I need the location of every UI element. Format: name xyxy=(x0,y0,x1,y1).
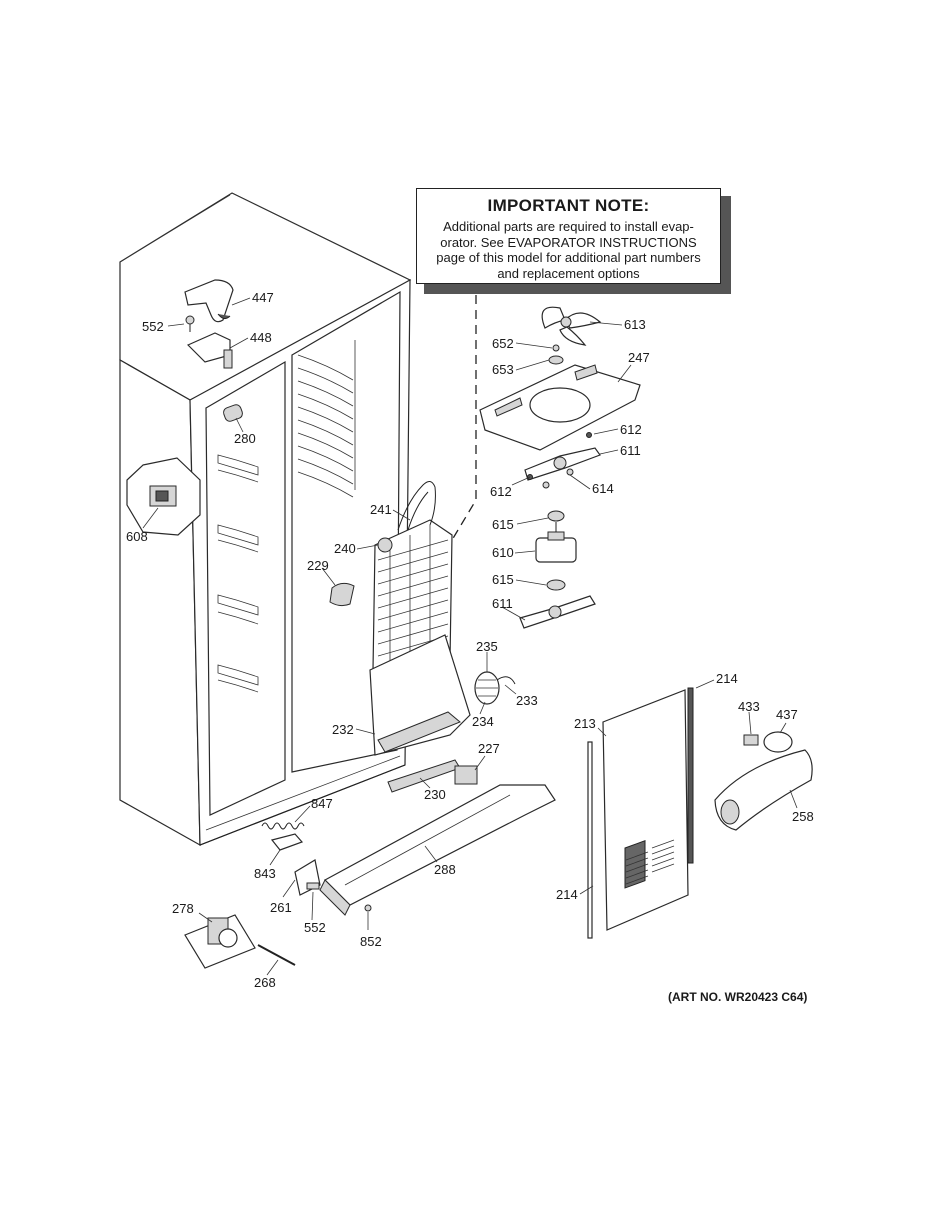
part-label: 247 xyxy=(628,350,650,365)
part-label: 852 xyxy=(360,934,382,949)
part-label: 433 xyxy=(738,699,760,714)
evaporator-assembly xyxy=(184,481,556,969)
part-label: 280 xyxy=(234,431,256,446)
part-label: 611 xyxy=(492,596,513,611)
part-label: 278 xyxy=(172,901,194,916)
part-label: 615 xyxy=(492,572,514,587)
part-label: 214 xyxy=(716,671,738,686)
part-label: 234 xyxy=(472,714,494,729)
part-label: 448 xyxy=(250,330,272,345)
part-label: 611 xyxy=(620,443,641,458)
part-label: 235 xyxy=(476,639,498,654)
part-label: 613 xyxy=(624,317,646,332)
important-note-box: IMPORTANT NOTE: Additional parts are req… xyxy=(416,188,721,284)
part-label: 268 xyxy=(254,975,276,990)
part-label: 447 xyxy=(252,290,274,305)
part-label: 261 xyxy=(270,900,292,915)
part-label: 610 xyxy=(492,545,514,560)
part-label: 552 xyxy=(304,920,326,935)
art-number: (ART NO. WR20423 C64) xyxy=(668,990,808,1004)
part-label: 612 xyxy=(620,422,642,437)
part-label: 847 xyxy=(311,796,333,811)
rear-panel-group xyxy=(587,687,813,939)
part-label: 241 xyxy=(370,502,392,517)
part-label: 233 xyxy=(516,693,538,708)
part-label: 229 xyxy=(307,558,329,573)
part-label: 843 xyxy=(254,866,276,881)
part-label: 288 xyxy=(434,862,456,877)
part-label: 615 xyxy=(492,517,514,532)
note-line: and replacement options xyxy=(497,265,640,281)
part-label: 653 xyxy=(492,362,514,377)
part-labels: 447 552 448 280 608 241 240 229 613 652 … xyxy=(126,290,814,990)
part-label: 608 xyxy=(126,529,148,544)
part-label: 230 xyxy=(424,787,446,802)
part-label: 612 xyxy=(490,484,512,499)
part-label: 232 xyxy=(332,722,354,737)
note-title: IMPORTANT NOTE: xyxy=(487,196,650,215)
part-label: 437 xyxy=(776,707,798,722)
part-label: 652 xyxy=(492,336,514,351)
note-body: Additional parts are required to install… xyxy=(417,219,720,281)
part-label: 240 xyxy=(334,541,356,556)
part-label: 213 xyxy=(574,716,596,731)
part-label: 552 xyxy=(142,319,164,334)
note-line: orator. See EVAPORATOR INSTRUCTIONS xyxy=(440,234,697,250)
part-label: 214 xyxy=(556,887,578,902)
part-label: 227 xyxy=(478,741,500,756)
note-line: Additional parts are required to install… xyxy=(443,219,694,234)
part-label: 258 xyxy=(792,809,814,824)
note-line: page of this model for additional part n… xyxy=(436,250,701,265)
leader-lines xyxy=(142,297,798,976)
fan-assembly xyxy=(451,295,641,629)
part-label: 614 xyxy=(592,481,614,496)
